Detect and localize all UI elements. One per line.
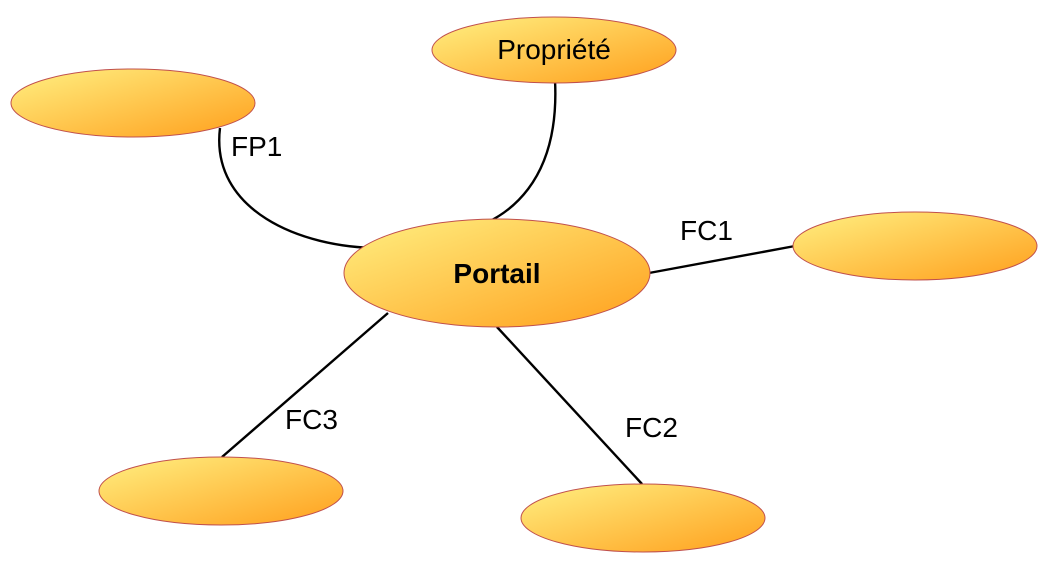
- edge-fp1-label: FP1: [231, 131, 282, 162]
- node-right: [792, 211, 1038, 281]
- edge-fp1-line: [218, 127, 381, 250]
- edge-fc1-line: [648, 244, 796, 275]
- node-property-label: Propriété: [497, 34, 611, 65]
- node-portail: [343, 218, 651, 328]
- edge-fc2-line: [496, 326, 643, 485]
- node-property: [431, 16, 677, 84]
- node-bottom-left: [98, 456, 344, 526]
- edge-fc3-line: [221, 312, 389, 458]
- edge-fc1-label: FC1: [680, 215, 733, 246]
- node-bottom-right: [520, 483, 766, 553]
- edge-property-line: [459, 79, 557, 234]
- node-top-left: [10, 68, 256, 138]
- edge-fc2-label: FC2: [625, 412, 678, 443]
- node-portail-label: Portail: [453, 258, 540, 289]
- edge-fc3-label: FC3: [285, 404, 338, 435]
